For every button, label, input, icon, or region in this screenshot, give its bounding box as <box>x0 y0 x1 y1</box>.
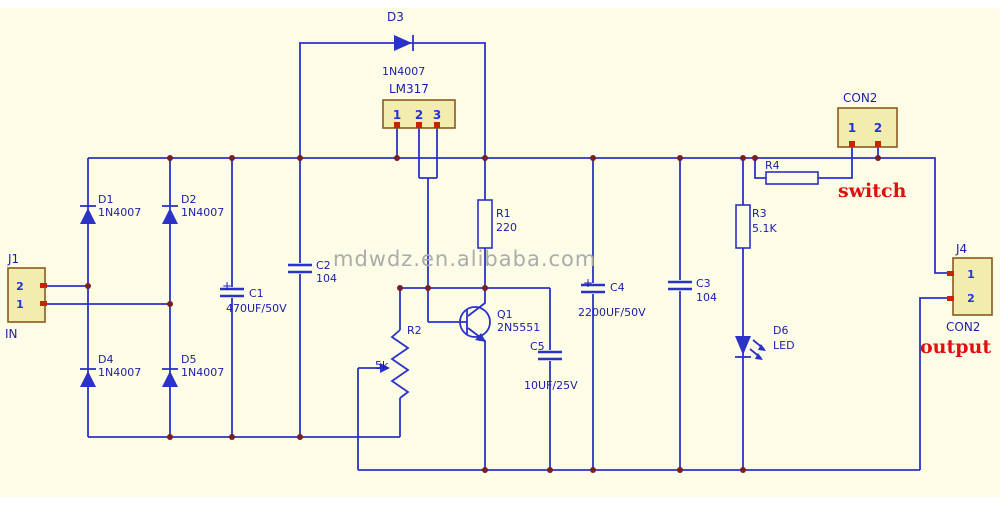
d3-value-label: 1N4007 <box>382 65 425 78</box>
d2-value-label: 1N4007 <box>181 206 224 219</box>
r2-ref-label: R2 <box>407 324 422 337</box>
switch-label: switch <box>838 180 907 202</box>
capacitor-c1-symbol <box>220 287 244 298</box>
c2-value-label: 104 <box>316 272 337 285</box>
regulator-lm317: 1 2 3 <box>382 99 456 129</box>
diode-d3-symbol <box>394 35 414 51</box>
lm317-pin2-number: 2 <box>415 108 423 122</box>
watermark-text: mdwdz.en.alibaba.com <box>333 247 596 271</box>
resistor-r3-symbol <box>735 204 751 249</box>
c3-value-label: 104 <box>696 291 717 304</box>
d4-ref-label: D4 <box>98 353 113 366</box>
junction-dots <box>85 155 881 473</box>
j4-pin1-number: 1 <box>967 268 975 281</box>
j1-caption-label: IN <box>5 327 18 341</box>
c5-value-label: 10UF/25V <box>524 379 578 392</box>
lm317-ref-label: LM317 <box>389 82 429 96</box>
con2-pin2-number: 2 <box>874 121 882 135</box>
capacitor-c5-symbol <box>538 350 562 361</box>
diode-d1-symbol <box>80 205 96 224</box>
j4-caption-label: CON2 <box>946 320 980 334</box>
lm317-pin1-number: 1 <box>393 108 401 122</box>
r3-ref-label: R3 <box>752 207 767 220</box>
output-label: output <box>920 336 991 358</box>
capacitor-c3-symbol <box>668 280 692 291</box>
potentiometer-r2-symbol <box>380 329 410 399</box>
j1-pin1-number: 1 <box>16 298 24 311</box>
c1-value-label: 470UF/50V <box>226 302 287 315</box>
con2-ref-label: CON2 <box>843 91 877 105</box>
con2-pin1-number: 1 <box>848 121 856 135</box>
d1-value-label: 1N4007 <box>98 206 141 219</box>
j1-pin2-number: 2 <box>16 280 24 293</box>
d4-value-label: 1N4007 <box>98 366 141 379</box>
j1-ref-label: J1 <box>7 252 19 266</box>
d5-ref-label: D5 <box>181 353 196 366</box>
r3-value-label: 5.1K <box>752 222 777 235</box>
led-d6-symbol <box>735 336 766 360</box>
r2-value-label: 5k <box>375 359 389 372</box>
d3-ref-label: D3 <box>387 10 404 24</box>
q1-ref-label: Q1 <box>497 308 513 321</box>
c3-ref-label: C3 <box>696 277 711 290</box>
diode-d4-symbol <box>80 368 96 387</box>
schematic-sheet-background <box>0 8 1000 497</box>
c4-polarity-mark: + <box>583 276 593 290</box>
lm317-pin3-number: 3 <box>433 108 441 122</box>
r4-ref-label: R4 <box>765 159 780 172</box>
diode-d2-symbol <box>162 205 178 224</box>
diode-d5-symbol <box>162 368 178 387</box>
d6-ref-label: D6 <box>773 324 788 337</box>
c5-ref-label: C5 <box>530 340 545 353</box>
connector-con2-switch: 1 2 <box>837 107 898 148</box>
r1-ref-label: R1 <box>496 207 511 220</box>
connector-j4-output: 1 2 <box>947 257 993 316</box>
j4-pin2-number: 2 <box>967 292 975 305</box>
c2-ref-label: C2 <box>316 259 331 272</box>
r1-value-label: 220 <box>496 221 517 234</box>
transistor-q1-symbol <box>459 306 491 342</box>
q1-value-label: 2N5551 <box>497 321 540 334</box>
d2-ref-label: D2 <box>181 193 196 206</box>
c1-polarity-mark: + <box>222 279 232 293</box>
resistor-r4-symbol <box>765 171 819 185</box>
d6-value-label: LED <box>773 339 795 352</box>
capacitor-c4-symbol <box>581 283 605 294</box>
c4-ref-label: C4 <box>610 281 625 294</box>
c1-ref-label: C1 <box>249 287 264 300</box>
connector-j1: 2 1 <box>7 267 47 323</box>
d5-value-label: 1N4007 <box>181 366 224 379</box>
capacitor-c2-symbol <box>288 263 312 274</box>
d1-ref-label: D1 <box>98 193 113 206</box>
resistor-r1-symbol <box>477 199 493 249</box>
j4-ref-label: J4 <box>955 242 967 256</box>
c4-value-label: 2200UF/50V <box>578 306 646 319</box>
